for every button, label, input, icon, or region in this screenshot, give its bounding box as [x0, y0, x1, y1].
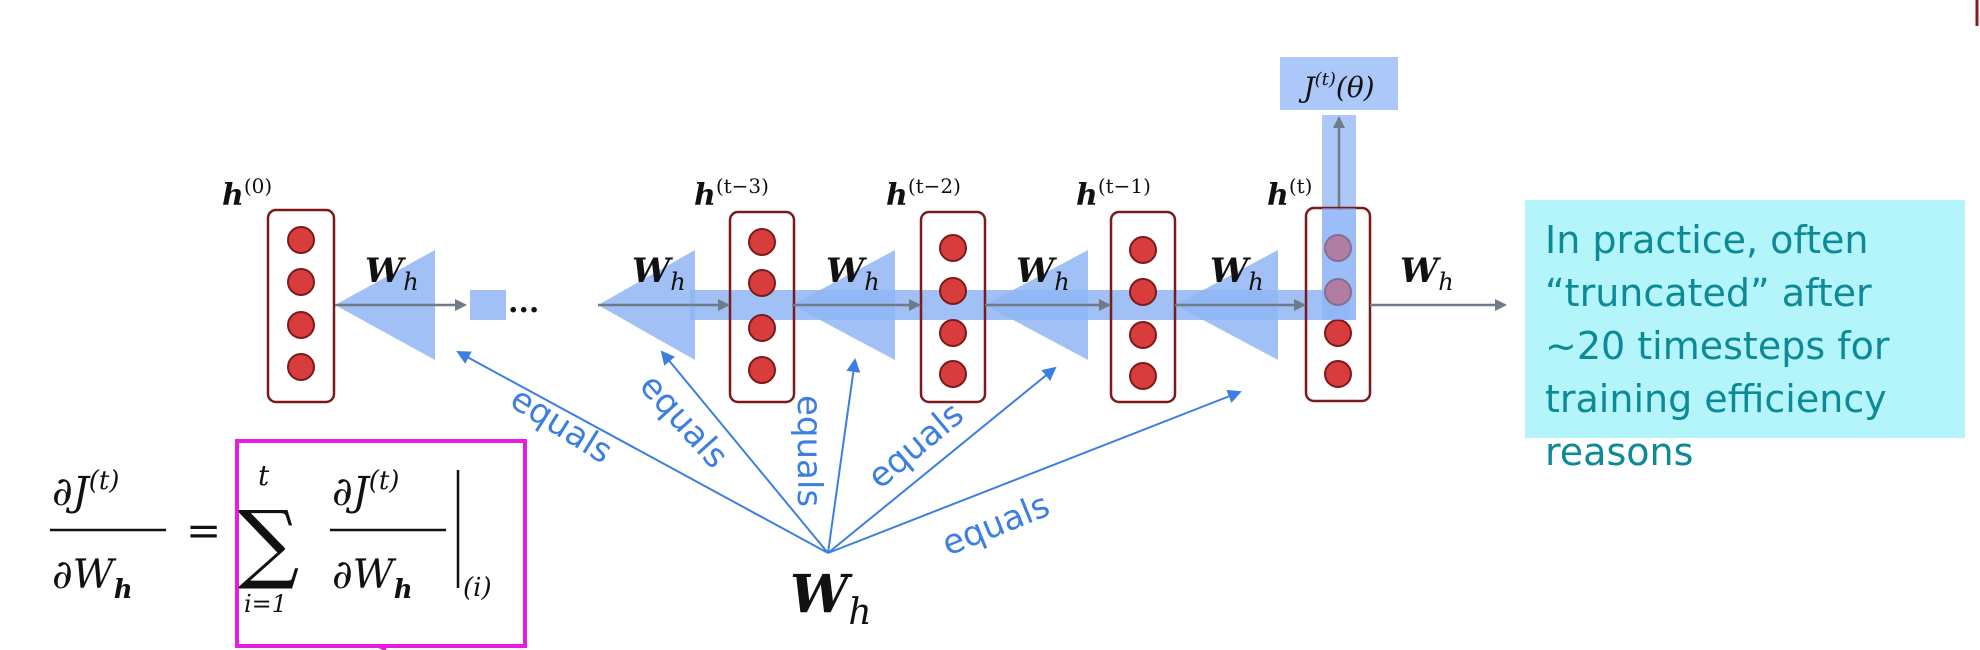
neuron [1324, 319, 1352, 347]
output-bar-overlay [1322, 208, 1356, 320]
hidden-state-node-t-3 [728, 210, 796, 404]
neuron [939, 360, 967, 388]
equals-label-4: equals [936, 485, 1055, 564]
neuron [748, 228, 776, 256]
hidden-state-node-0 [266, 208, 336, 404]
equals-label-2: equals [789, 395, 829, 507]
backprop-band-0 [470, 290, 506, 320]
weight-label-0: Wh [365, 251, 419, 296]
lhs-numerator: ∂J(t) [52, 466, 119, 515]
neuron [287, 311, 315, 339]
lhs-denominator: ∂Wh [52, 552, 133, 605]
gradient-formula: ∂J(t) ∂Wh = t ∑ i=1 ∂J(t) ∂Wh (i) [50, 439, 527, 648]
rhs-numerator: ∂J(t) [332, 466, 399, 515]
neuron [1129, 278, 1157, 306]
sum-lower-limit: i=1 [244, 590, 287, 618]
callout-text: In practice, often “truncated” after ~20… [1545, 218, 1890, 474]
output-label: J(t)(θ) [1298, 69, 1374, 104]
node-label-t-3: h(t−3) [694, 174, 769, 213]
neuron [287, 353, 315, 381]
node-label-t-2: h(t−2) [886, 174, 961, 213]
hidden-state-node-t-1 [1109, 210, 1177, 404]
weight-label-1: Wh [632, 251, 686, 296]
equals-arrow-4 [827, 389, 1242, 554]
neuron [1129, 362, 1157, 390]
neuron [1129, 321, 1157, 349]
magenta-mark [377, 644, 387, 650]
weight-label-4: Wh [1210, 251, 1264, 296]
weight-label-2: Wh [826, 251, 880, 296]
neuron [1324, 360, 1352, 388]
node-label-0: h(0) [222, 174, 272, 213]
neuron [748, 356, 776, 384]
rhs-denominator: ∂Wh [332, 552, 413, 605]
neuron [287, 226, 315, 254]
neuron [939, 319, 967, 347]
equals-sign: = [186, 506, 221, 555]
neuron [748, 269, 776, 297]
ellipsis: ... [508, 285, 539, 320]
neuron [939, 234, 967, 262]
equals-arrow-3 [827, 366, 1057, 554]
truncation-callout: In practice, often “truncated” after ~20… [1525, 200, 1965, 474]
equals-label-0: equals [503, 379, 619, 472]
node-label-t-1: h(t−1) [1076, 174, 1151, 213]
weight-label-5: Wh [1400, 251, 1454, 296]
neuron [939, 277, 967, 305]
hidden-state-node-t-2 [919, 210, 987, 404]
central-weight-label: Wh [790, 564, 872, 633]
node-label-t: h(t) [1267, 174, 1312, 213]
evaluation-subscript: (i) [463, 573, 492, 603]
weight-label-3: Wh [1016, 251, 1070, 296]
equals-arrow-0 [456, 351, 829, 554]
output-label-box [1280, 57, 1398, 110]
equals-arrow-1 [660, 350, 829, 554]
sum-symbol: ∑ [238, 493, 299, 593]
neuron [287, 268, 315, 296]
equals-arrow-2 [827, 358, 861, 554]
sum-upper-limit: t [258, 459, 270, 492]
neuron [748, 314, 776, 342]
neuron [1129, 236, 1157, 264]
